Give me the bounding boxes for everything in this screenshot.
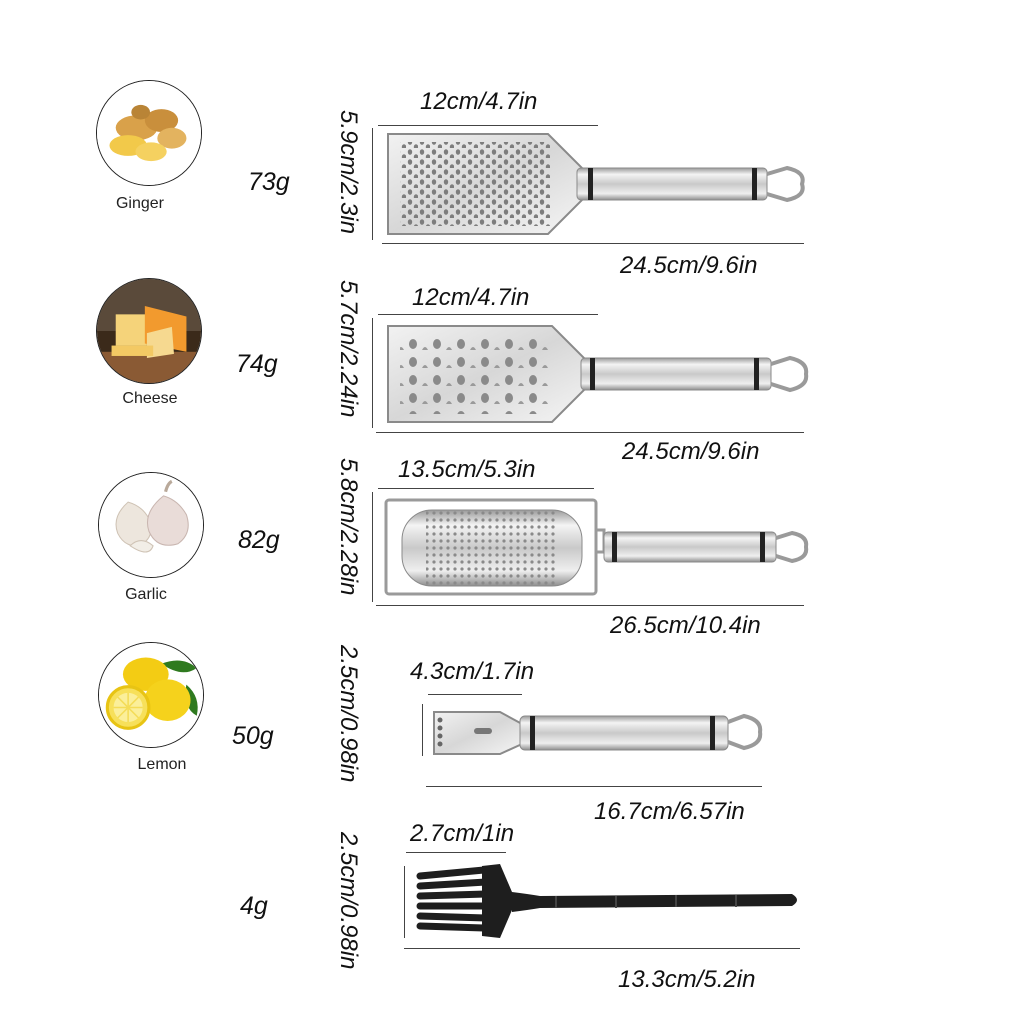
- food-label-cheese: Cheese: [122, 390, 178, 407]
- drum-grater-icon: [382, 496, 812, 600]
- height-label: 2.5cm/0.98in: [335, 832, 362, 970]
- food-label-lemon: Lemon: [137, 756, 187, 773]
- width-dimension-line: [378, 314, 598, 315]
- width-label: 4.3cm/1.7in: [410, 658, 535, 685]
- height-label: 5.8cm/2.28in: [335, 458, 362, 596]
- length-dimension-line: [376, 605, 804, 606]
- width-dimension-line: [428, 694, 522, 695]
- height-label: 2.5cm/0.98in: [335, 645, 362, 783]
- garlic-icon: [98, 472, 204, 578]
- weight-label: 82g: [238, 526, 280, 554]
- width-label: 12cm/4.7in: [420, 88, 538, 115]
- width-label: 12cm/4.7in: [412, 284, 530, 311]
- length-dimension-line: [382, 243, 804, 244]
- length-label: 24.5cm/9.6in: [622, 438, 760, 465]
- height-dimension-line: [372, 128, 373, 240]
- food-label-ginger: Ginger: [115, 195, 165, 212]
- length-dimension-line: [426, 786, 762, 787]
- length-dimension-line: [404, 948, 800, 949]
- weight-label: 74g: [236, 350, 278, 378]
- height-label: 5.9cm/2.3in: [335, 110, 362, 235]
- cheese-icon: [96, 278, 202, 384]
- weight-label: 50g: [232, 722, 274, 750]
- width-dimension-line: [378, 488, 594, 489]
- height-dimension-line: [404, 866, 405, 938]
- height-dimension-line: [372, 318, 373, 428]
- length-label: 24.5cm/9.6in: [620, 252, 758, 279]
- height-dimension-line: [422, 704, 423, 756]
- lemon-icon: [98, 642, 204, 748]
- coarse-grater-icon: [382, 320, 812, 428]
- length-dimension-line: [376, 432, 804, 433]
- length-label: 26.5cm/10.4in: [610, 612, 761, 639]
- food-label-garlic: Garlic: [125, 586, 167, 603]
- weight-label: 73g: [248, 168, 290, 196]
- width-dimension-line: [378, 125, 598, 126]
- weight-label: 4g: [240, 892, 268, 920]
- length-label: 13.3cm/5.2in: [618, 966, 756, 993]
- height-dimension-line: [372, 492, 373, 602]
- height-label: 5.7cm/2.24in: [335, 280, 362, 418]
- cleaning-brush-icon: [416, 862, 806, 942]
- length-label: 16.7cm/6.57in: [594, 798, 745, 825]
- citrus-zester-icon: [430, 708, 770, 758]
- ginger-icon: [96, 80, 202, 186]
- width-label: 2.7cm/1in: [410, 820, 515, 847]
- width-label: 13.5cm/5.3in: [398, 456, 536, 483]
- width-dimension-line: [406, 852, 506, 853]
- fine-grater-icon: [382, 128, 812, 240]
